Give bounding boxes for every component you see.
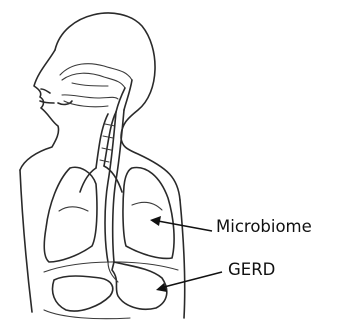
left-lung	[44, 167, 97, 262]
bronchi	[80, 166, 122, 192]
nasal-cavity	[60, 64, 132, 88]
liver	[53, 276, 113, 311]
stomach	[108, 262, 167, 309]
microbiome-label: Microbiome	[216, 219, 312, 236]
esophagus	[105, 110, 124, 262]
right-lung	[123, 168, 174, 259]
oral-cavity	[62, 95, 118, 107]
gerd-arrow	[156, 272, 222, 292]
diaphragm	[44, 262, 178, 272]
pharynx	[116, 80, 132, 112]
gerd-label: GERD	[228, 262, 275, 279]
